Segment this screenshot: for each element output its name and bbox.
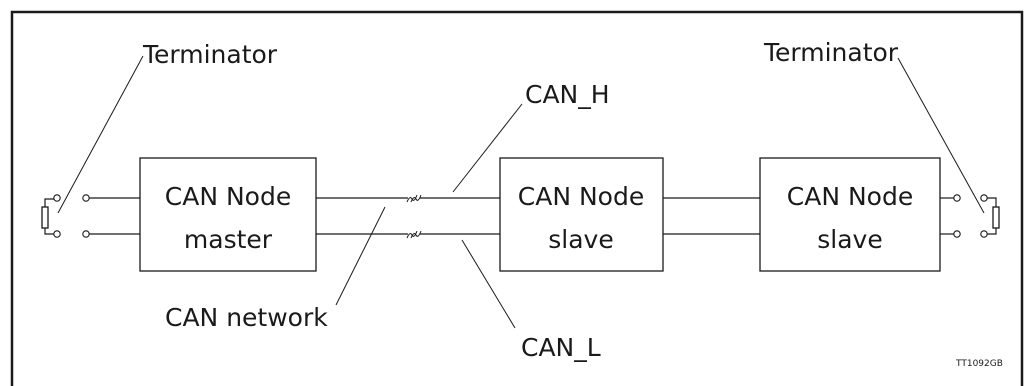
node-slave-2-line2: slave [817, 225, 882, 254]
node-master-line2: master [184, 225, 273, 254]
terminator-left-leader [57, 55, 144, 214]
can-h-leader [452, 103, 523, 193]
figure-code: TT1092GB [955, 359, 1003, 369]
terminator-left-label: Terminator [142, 40, 278, 69]
can-node-slave-2: CAN Node slave [759, 157, 941, 272]
can-network-label: CAN network [165, 303, 328, 332]
node-slave-1-line2: slave [548, 225, 613, 254]
can-l-label: CAN_L [521, 333, 601, 362]
terminator-right-leader [897, 57, 985, 214]
node-slave-2-line1: CAN Node [787, 182, 913, 211]
terminator-right-symbol [953, 194, 1000, 238]
node-slave-1-line1: CAN Node [518, 182, 644, 211]
can-l-leader [461, 239, 516, 329]
can-node-master: CAN Node master [139, 157, 317, 272]
can-l-line [316, 230, 500, 239]
terminator-right-label: Terminator [763, 38, 899, 67]
terminator-left-symbol [41, 194, 90, 238]
can-network-leader [335, 206, 386, 306]
can-h-label: CAN_H [525, 80, 610, 109]
can-node-slave-1: CAN Node slave [499, 157, 664, 272]
node-master-line1: CAN Node [165, 182, 291, 211]
can-h-line [316, 194, 500, 203]
figure-frame [10, 10, 1024, 386]
